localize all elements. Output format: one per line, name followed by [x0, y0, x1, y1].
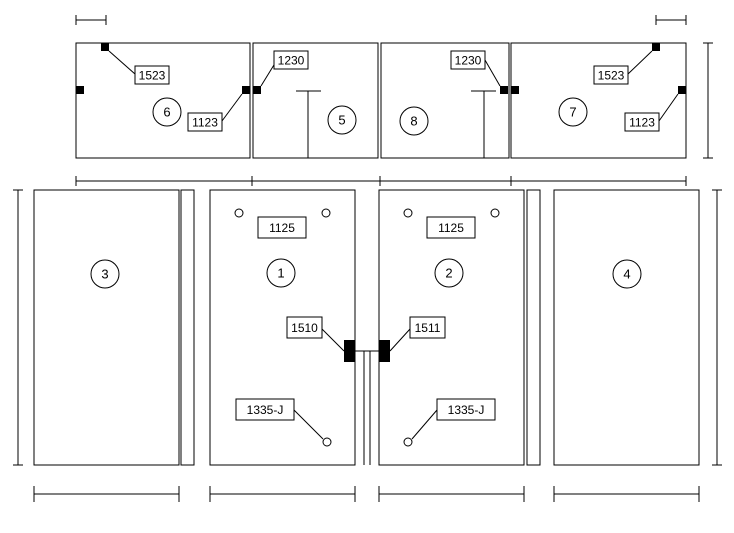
panel-number-6: 6 [163, 105, 170, 120]
side-strips [180, 189, 555, 466]
panel-4: 4 [553, 189, 700, 466]
panel-number-1: 1 [277, 266, 284, 281]
tag-1335-j-left: 1335-J [247, 403, 284, 417]
dimension-lines [13, 15, 722, 502]
tag-1123-left: 1123 [192, 116, 218, 130]
panel-number-7: 7 [569, 105, 576, 120]
tag-1523-right: 1523 [598, 69, 625, 83]
tag-1125-left: 1125 [269, 221, 295, 235]
tag-1510: 1510 [291, 321, 318, 335]
panel-7: 1523 1123 7 [510, 42, 687, 159]
panel-number-4: 4 [623, 267, 630, 282]
tag-1511: 1511 [415, 321, 441, 335]
tag-1523-left: 1523 [139, 69, 166, 83]
tag-1230-right: 1230 [455, 54, 482, 68]
panel-5: 1230 5 [252, 42, 379, 159]
tag-1335-j-right: 1335-J [448, 403, 485, 417]
panel-number-5: 5 [338, 113, 345, 128]
center-latch [344, 340, 390, 465]
panel-8: 1230 8 [380, 42, 510, 159]
tag-1125-right: 1125 [438, 221, 464, 235]
panel-number-3: 3 [101, 267, 108, 282]
panel-number-8: 8 [410, 114, 417, 129]
panel-3: 3 [33, 189, 180, 466]
panel-number-2: 2 [445, 266, 452, 281]
panel-1: 1125 1 1510 1335-J [209, 189, 356, 466]
panel-2: 1125 2 1511 1335-J [378, 189, 525, 466]
panel-6: 1523 1123 6 [75, 42, 251, 159]
tag-1230-left: 1230 [278, 54, 305, 68]
tag-1123-right: 1123 [629, 116, 655, 130]
